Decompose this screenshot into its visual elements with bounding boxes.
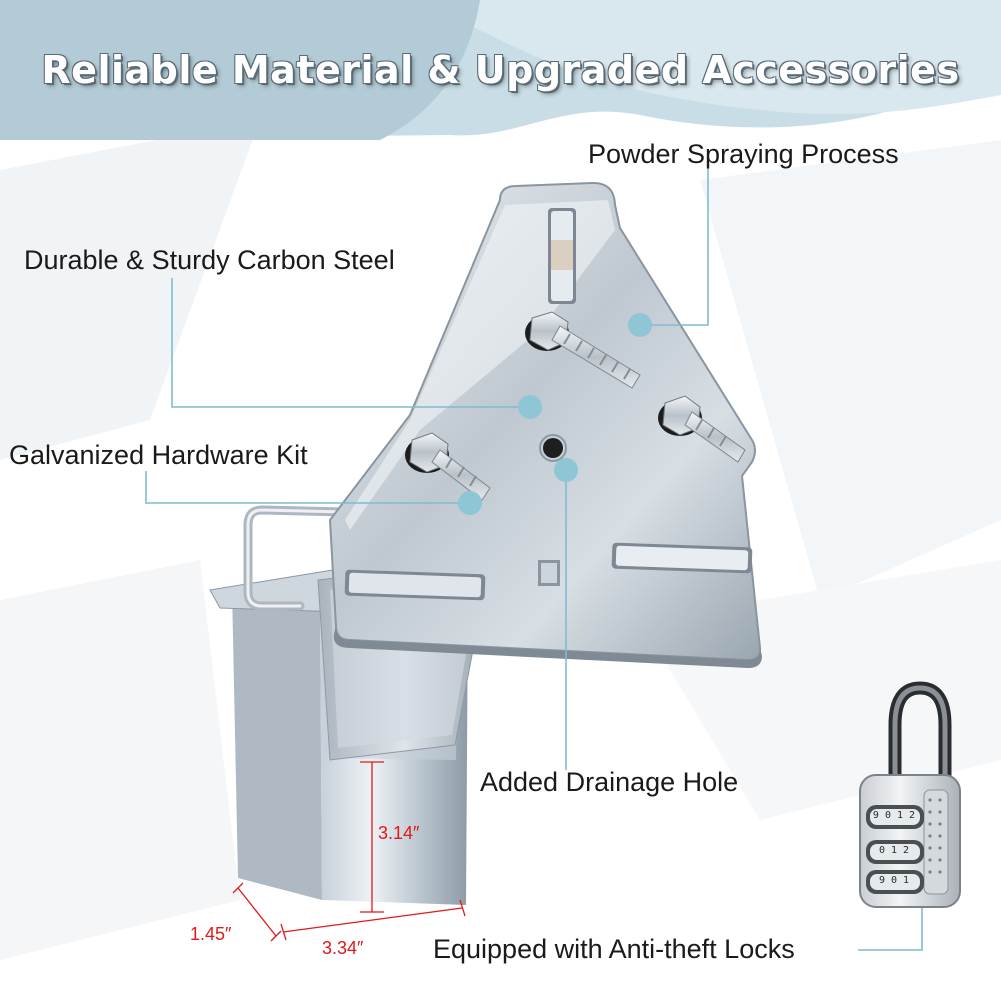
lock-dial-2: 0 1 2 xyxy=(878,845,910,856)
bolt-top xyxy=(525,311,641,389)
dimension-height: 3.14″ xyxy=(378,823,420,843)
label-carbon-steel: Durable & Sturdy Carbon Steel xyxy=(24,245,395,275)
lock-dial-3: 9 0 1 xyxy=(878,875,910,886)
dimension-depth: 1.45″ xyxy=(190,924,232,944)
bolt-right xyxy=(658,395,746,463)
label-powder-spraying: Powder Spraying Process xyxy=(588,139,899,169)
lock-dial-1: 9 0 1 2 xyxy=(872,810,916,821)
dimension-width: 3.34″ xyxy=(322,938,364,958)
label-anti-theft-locks: Equipped with Anti-theft Locks xyxy=(433,934,795,964)
page-title: Reliable Material & Upgraded Accessories xyxy=(41,48,960,92)
label-hardware-kit: Galvanized Hardware Kit xyxy=(9,440,308,470)
padlock-artwork xyxy=(859,681,961,908)
bolt-left xyxy=(405,432,491,501)
label-drainage-hole: Added Drainage Hole xyxy=(480,767,739,797)
